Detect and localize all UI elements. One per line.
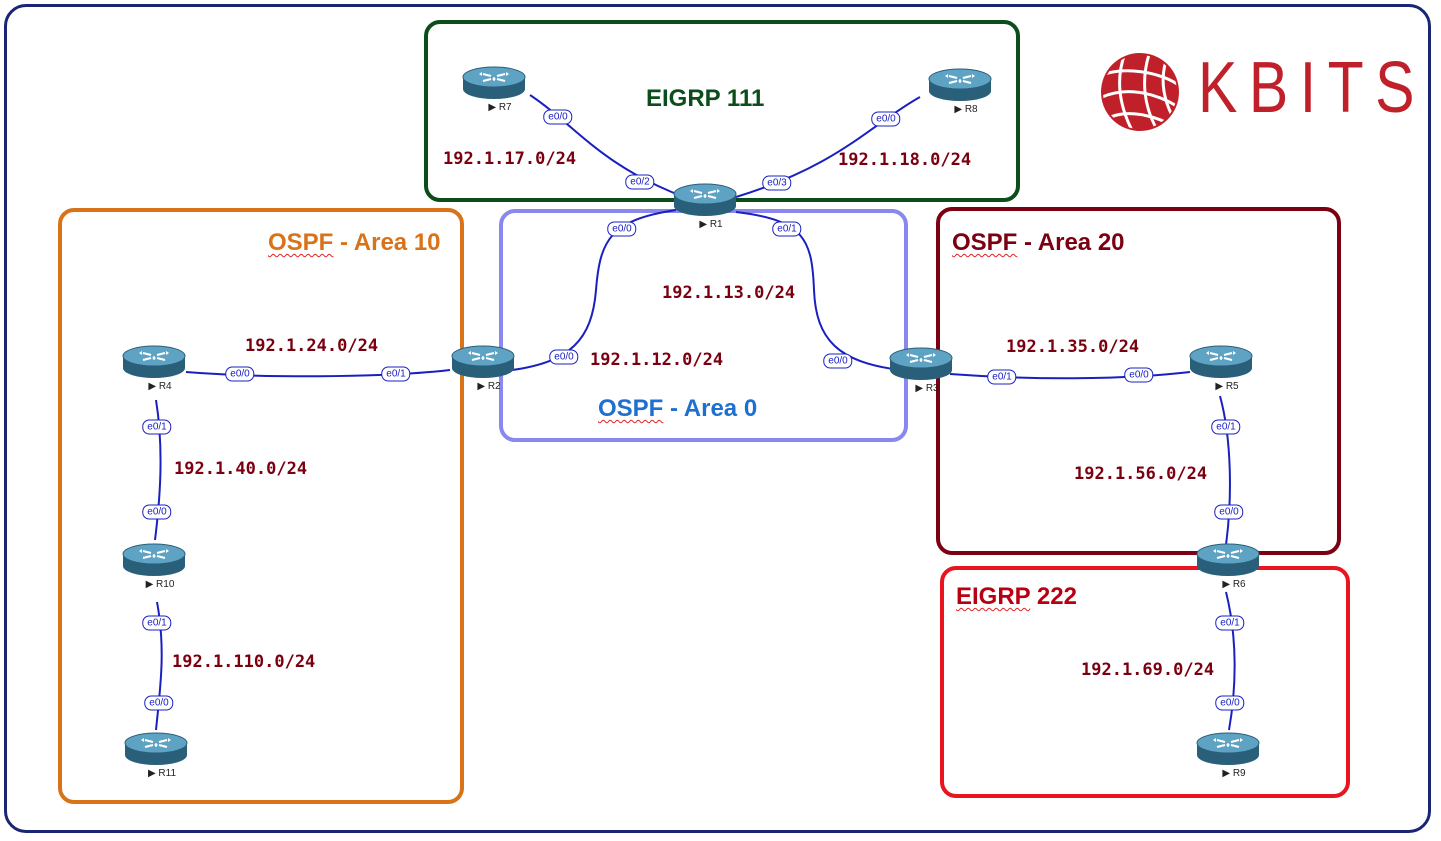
iface-r8-e0-0: e0/0: [871, 111, 901, 127]
iface-r2-e0-0: e0/0: [549, 349, 579, 365]
outer-frame: [4, 4, 1431, 833]
iface-r10-e0-1: e0/1: [142, 615, 172, 631]
area-ospf-0-label: - Area 0: [663, 395, 758, 422]
iface-r10-e0-0: e0/0: [142, 504, 172, 520]
kbits-logo-text: KBITS: [1198, 48, 1427, 128]
subnet-192-1-40: 192.1.40.0/24: [174, 459, 308, 479]
title-ospf-10: OSPF - Area 10: [268, 229, 441, 257]
router-r11-label: ▶ R11: [147, 768, 177, 779]
subnet-192-1-13: 192.1.13.0/24: [662, 283, 796, 303]
router-r9-icon[interactable]: [1195, 731, 1261, 767]
title-ospf-20: OSPF - Area 20: [952, 229, 1125, 257]
proto-ospf-20: OSPF: [952, 229, 1018, 256]
proto-ospf-10: OSPF: [268, 229, 334, 256]
subnet-192-1-110: 192.1.110.0/24: [172, 652, 316, 672]
title-eigrp-111: EIGRP 111: [646, 85, 764, 113]
area-eigrp-222-label: 222: [1030, 583, 1077, 610]
router-r4-icon[interactable]: [121, 344, 187, 380]
router-r10-icon[interactable]: [121, 542, 187, 578]
router-r2-label: ▶ R2: [477, 381, 501, 392]
router-r3-icon[interactable]: [888, 346, 954, 382]
iface-r5-e0-1: e0/1: [1211, 419, 1241, 435]
router-r6-label: ▶ R6: [1222, 579, 1246, 590]
title-eigrp-222: EIGRP 222: [956, 583, 1077, 611]
router-r9-label: ▶ R9: [1222, 768, 1246, 779]
router-r8-icon[interactable]: [927, 67, 993, 103]
link-r6-r9: [1225, 591, 1236, 731]
iface-r3-e0-0: e0/0: [823, 353, 853, 369]
area-ospf-10: [58, 208, 464, 804]
router-r2-icon[interactable]: [450, 344, 516, 380]
iface-r3-e0-1: e0/1: [987, 369, 1017, 385]
subnet-192-1-35: 192.1.35.0/24: [1006, 337, 1140, 357]
proto-eigrp-222: EIGRP: [956, 583, 1031, 610]
kbits-globe-icon: [1101, 53, 1179, 131]
link-r4-r2: [185, 369, 451, 378]
router-r3-label: ▶ R3: [915, 383, 939, 394]
router-r5-icon[interactable]: [1188, 344, 1254, 380]
router-r6-icon[interactable]: [1195, 542, 1261, 578]
iface-r7-e0-0: e0/0: [543, 109, 573, 125]
link-r1-r2: [511, 209, 677, 371]
iface-r2-e0-1: e0/1: [381, 366, 411, 382]
router-r1-label: ▶ R1: [699, 219, 723, 230]
area-ospf-20-label: - Area 20: [1017, 229, 1125, 256]
iface-r1-e0-3: e0/3: [762, 175, 792, 191]
router-r7-icon[interactable]: [461, 65, 527, 101]
iface-r4-e0-0: e0/0: [225, 366, 255, 382]
proto-ospf-0: OSPF: [598, 395, 664, 422]
iface-r11-e0-0: e0/0: [144, 695, 174, 711]
area-ospf-20: [936, 207, 1341, 555]
subnet-192-1-69: 192.1.69.0/24: [1081, 660, 1215, 680]
router-r4-label: ▶ R4: [148, 381, 172, 392]
title-eigrp-111-text: EIGRP 111: [646, 85, 765, 112]
link-r7-r1: [529, 94, 685, 198]
link-r4-r10: [154, 399, 162, 541]
subnet-192-1-17: 192.1.17.0/24: [443, 149, 577, 169]
router-r8-label: ▶ R8: [954, 104, 978, 115]
iface-r6-e0-1: e0/1: [1215, 615, 1245, 631]
link-r3-r5: [949, 371, 1191, 380]
router-r1-icon[interactable]: [672, 182, 738, 218]
area-ospf-10-label: - Area 10: [333, 229, 441, 256]
subnet-192-1-18: 192.1.18.0/24: [838, 150, 972, 170]
iface-r4-e0-1: e0/1: [142, 419, 172, 435]
subnet-192-1-24: 192.1.24.0/24: [245, 336, 379, 356]
router-r11-icon[interactable]: [123, 731, 189, 767]
title-ospf-0: OSPF - Area 0: [598, 395, 757, 423]
router-r10-label: ▶ R10: [145, 579, 175, 590]
iface-r9-e0-0: e0/0: [1215, 695, 1245, 711]
router-r7-label: ▶ R7: [488, 102, 512, 113]
iface-r1-e0-0: e0/0: [607, 221, 637, 237]
iface-r5-e0-0: e0/0: [1124, 367, 1154, 383]
area-eigrp-222: [940, 566, 1350, 798]
link-r5-r6: [1219, 395, 1231, 546]
iface-r1-e0-2: e0/2: [625, 174, 655, 190]
subnet-192-1-12: 192.1.12.0/24: [590, 350, 724, 370]
router-r5-label: ▶ R5: [1215, 381, 1239, 392]
iface-r6-e0-0: e0/0: [1214, 504, 1244, 520]
subnet-192-1-56: 192.1.56.0/24: [1074, 464, 1208, 484]
iface-r1-e0-1: e0/1: [772, 221, 802, 237]
